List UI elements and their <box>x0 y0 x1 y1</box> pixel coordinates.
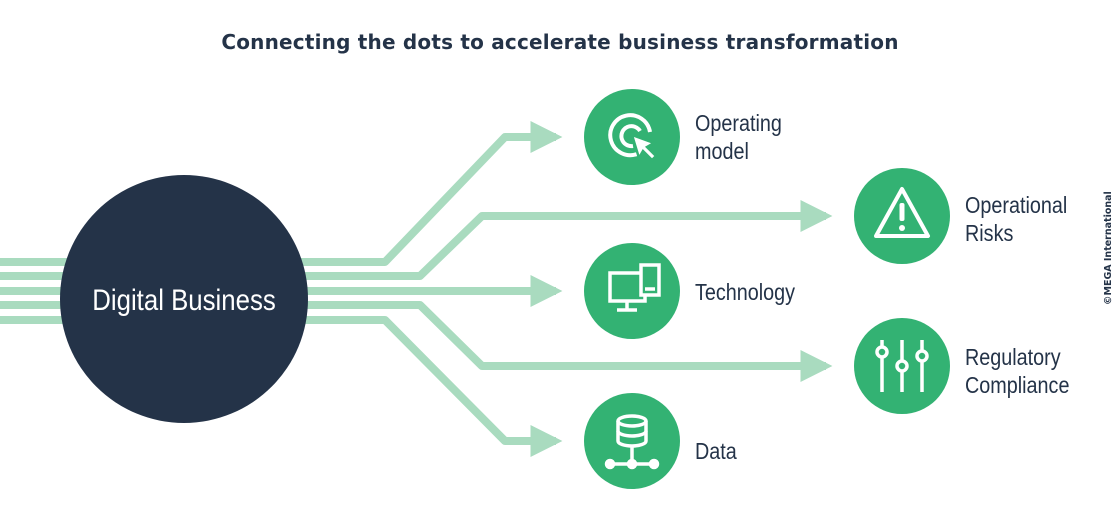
label-data: Data <box>695 438 737 464</box>
copyright-text: ©MEGA International <box>1103 191 1114 305</box>
sliders-icon <box>875 340 929 392</box>
diagram-title: Connecting the dots to accelerate busine… <box>221 30 899 54</box>
label-technology: Technology <box>695 279 796 305</box>
node-operating-model <box>584 89 680 185</box>
warning-triangle-icon <box>874 187 930 238</box>
node-technology <box>584 243 680 339</box>
flow-line-data <box>290 316 563 457</box>
center-label: Digital Business <box>92 283 275 316</box>
database-network-icon <box>604 414 660 470</box>
node-regulatory-compliance <box>854 318 950 414</box>
flow-line-regulatory-compliance <box>290 301 833 382</box>
flow-line-operational-risks <box>290 200 833 280</box>
node-operational-risks <box>854 168 950 264</box>
monitor-devices-icon <box>608 263 661 312</box>
digital-business-circle <box>60 175 308 423</box>
node-data <box>584 393 680 489</box>
target-cursor-icon <box>608 113 658 162</box>
flow-line-operating-model <box>290 121 563 266</box>
